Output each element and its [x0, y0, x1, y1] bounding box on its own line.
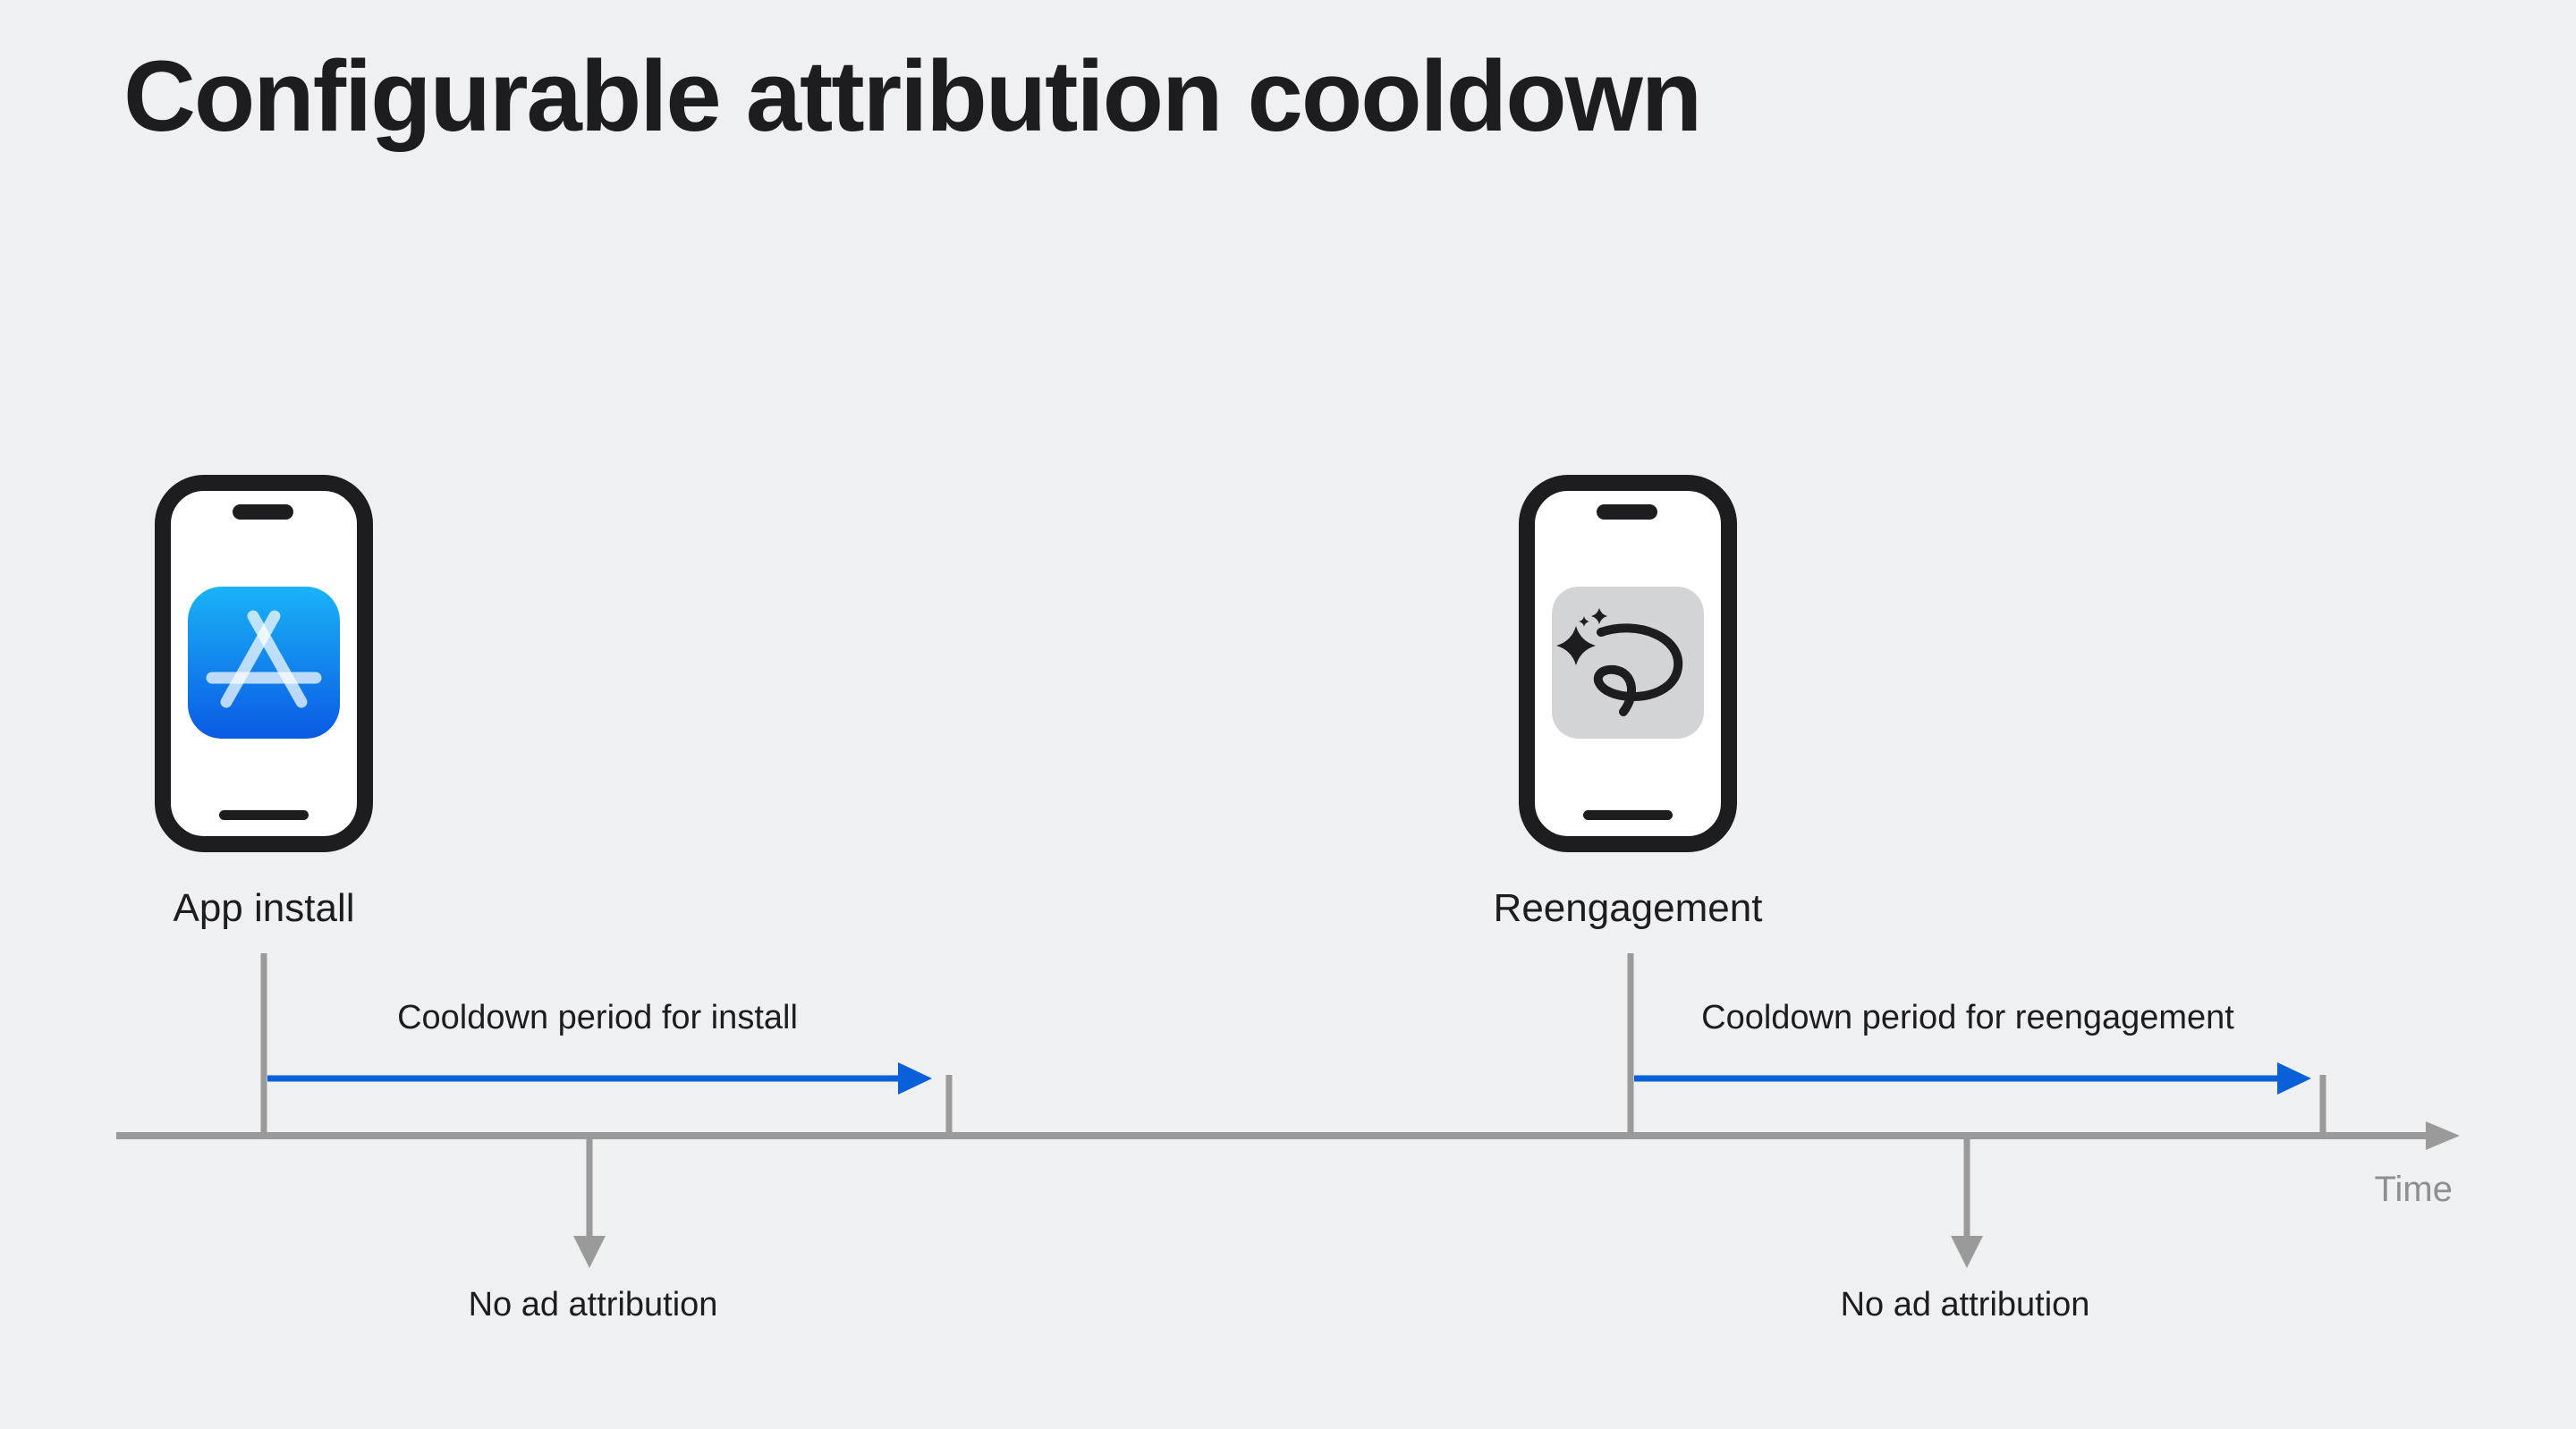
app-store-icon	[188, 587, 340, 739]
event-label-reengagement: Reengagement	[1494, 886, 1763, 930]
sparkle-lasso-icon	[1552, 587, 1704, 739]
cooldown-label-install: Cooldown period for install	[397, 999, 798, 1036]
phone-app-install	[155, 475, 373, 852]
cooldown-label-reengagement: Cooldown period for reengagement	[1701, 999, 2234, 1036]
no-attribution-label-reengagement: No ad attribution	[1841, 1286, 2090, 1323]
phone-notch	[1597, 504, 1657, 520]
phone-reengagement	[1519, 475, 1737, 852]
no-attribution-label-install: No ad attribution	[469, 1286, 718, 1323]
event-label-app-install: App install	[173, 886, 354, 930]
no-attribution-arrow-install	[573, 1137, 606, 1268]
time-axis-label: Time	[2375, 1170, 2453, 1209]
phone-notch	[233, 504, 293, 520]
cooldown-arrow-install	[267, 1062, 932, 1095]
phone-home-indicator	[219, 810, 309, 820]
page-title: Configurable attribution cooldown	[123, 40, 1702, 152]
cooldown-arrow-reengagement	[1634, 1062, 2311, 1095]
time-axis-arrowhead	[2426, 1121, 2460, 1150]
no-attribution-arrow-reengagement	[1951, 1137, 1983, 1268]
phone-home-indicator	[1583, 810, 1673, 820]
